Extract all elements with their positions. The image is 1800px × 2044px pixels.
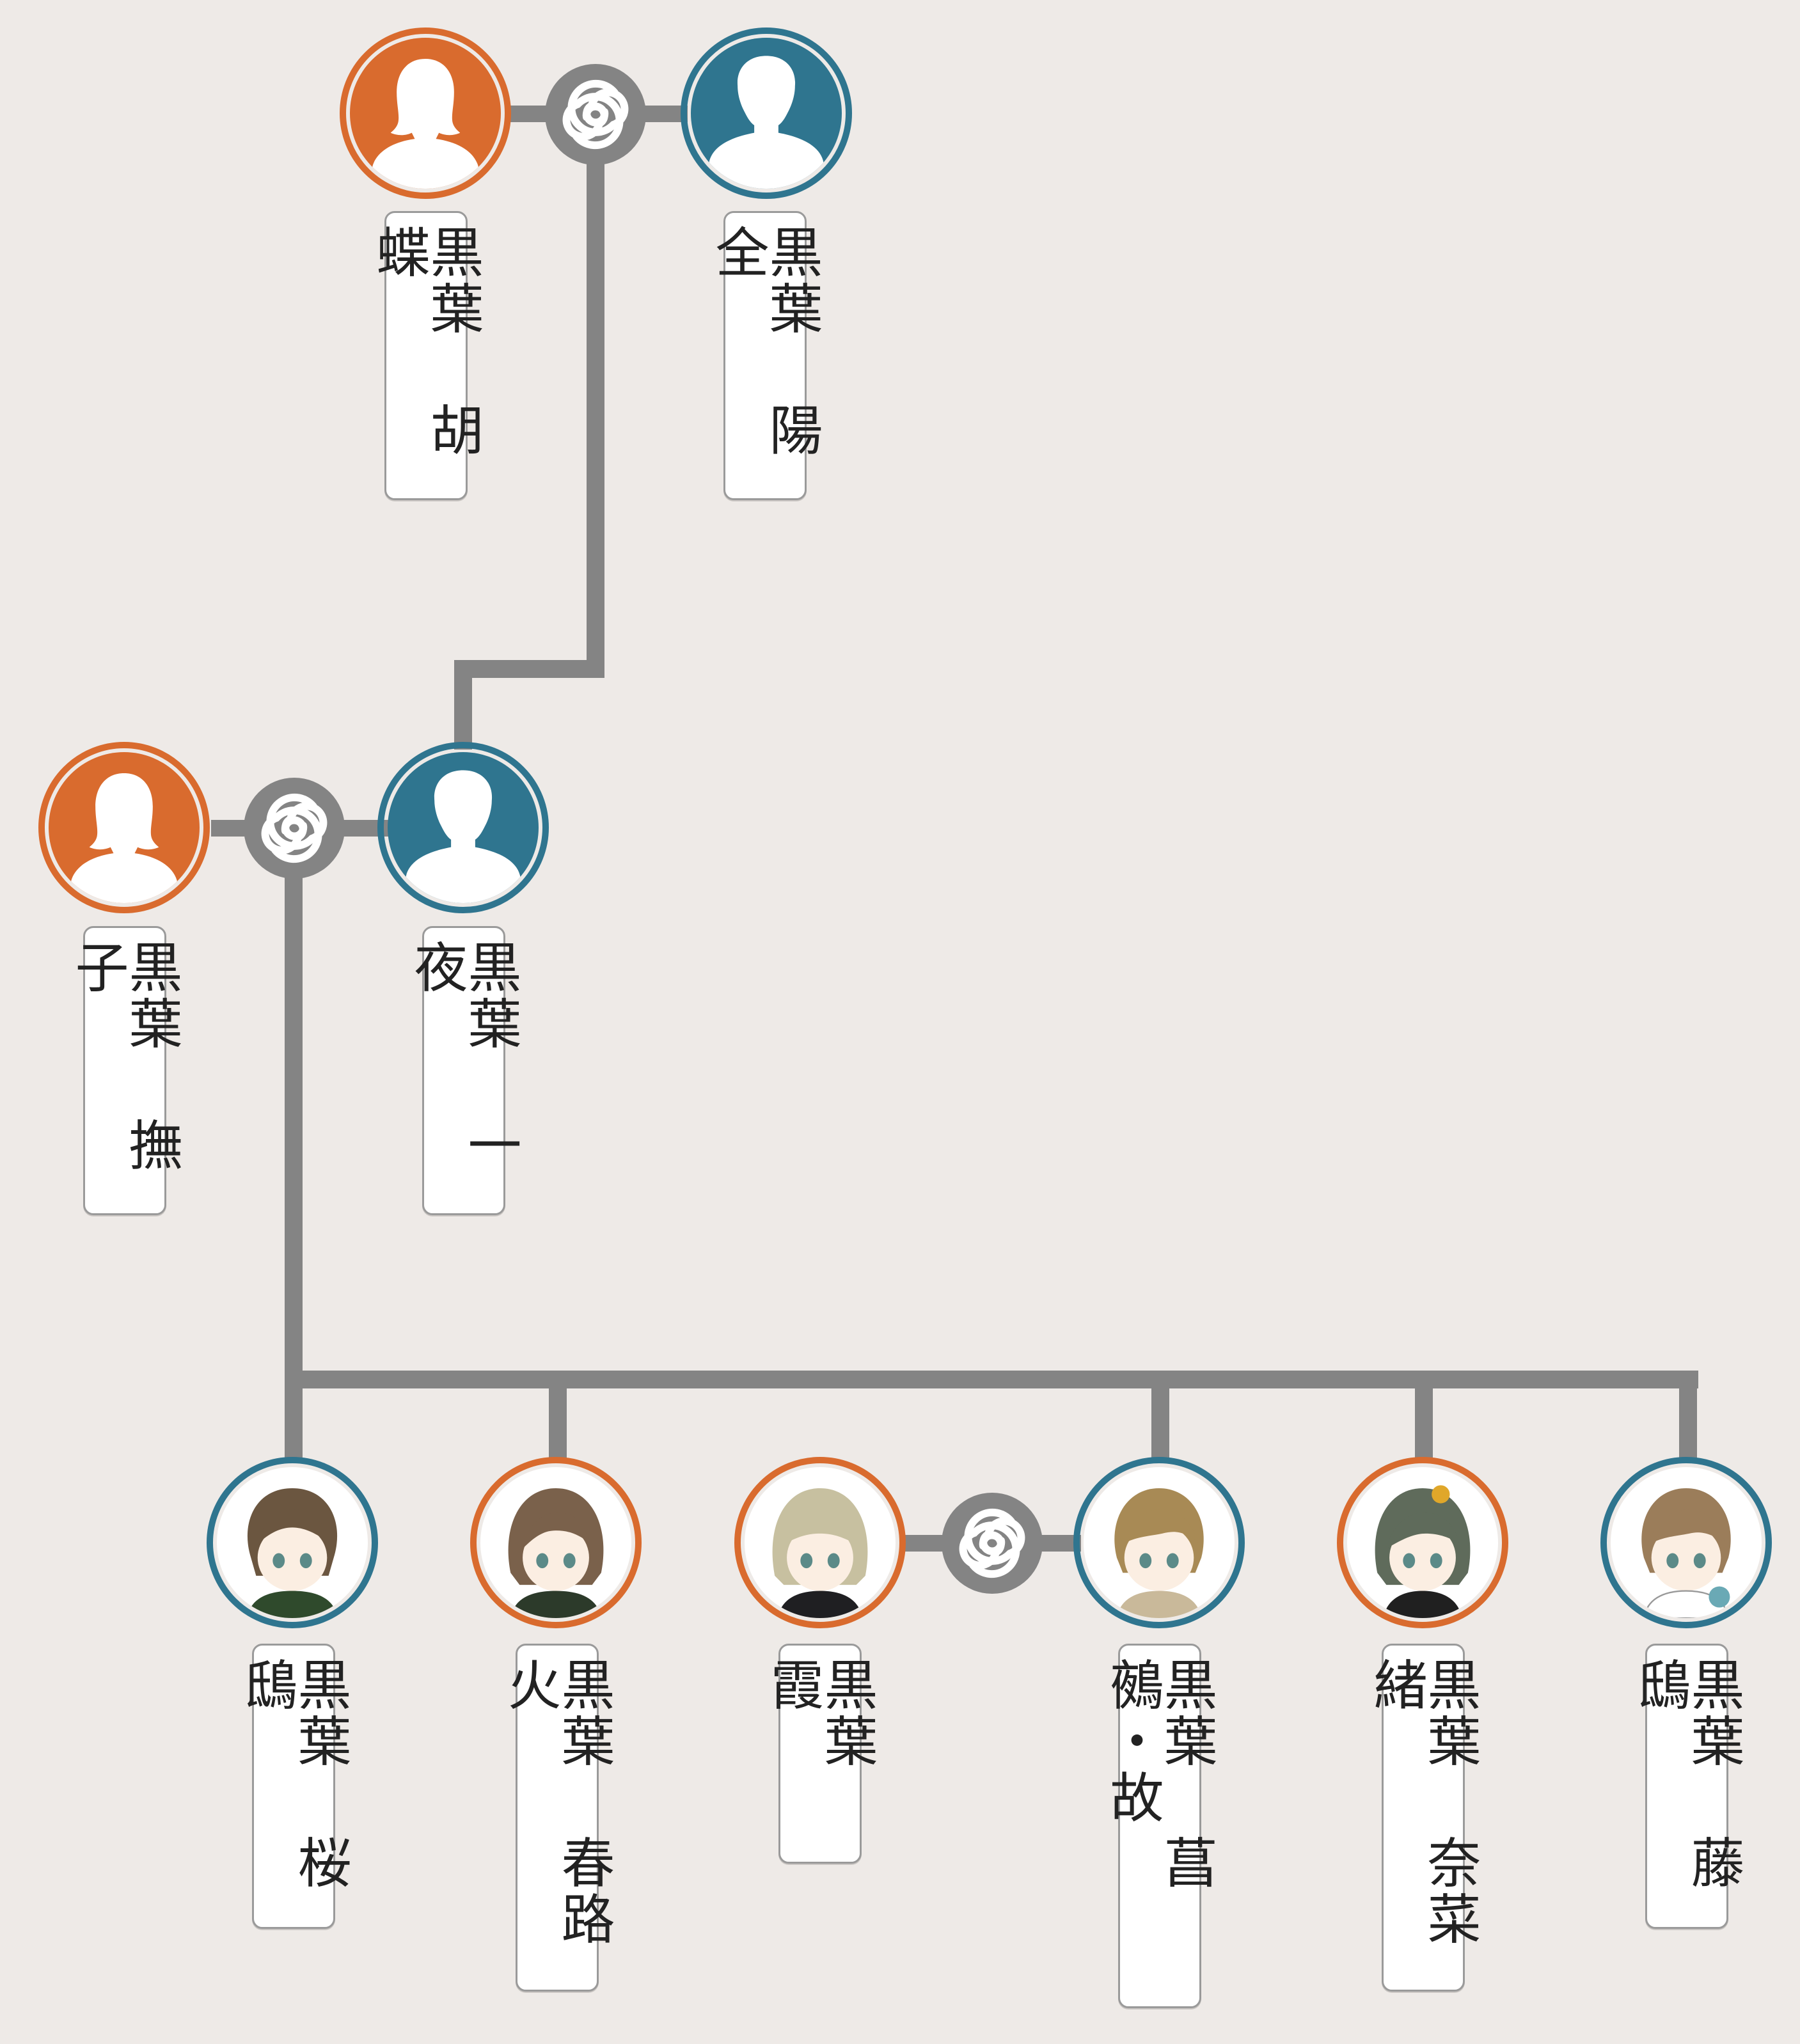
avatar-oushi[interactable] bbox=[207, 1457, 378, 1628]
descent-line-gen1-horizontal bbox=[454, 660, 604, 678]
child-drop-toushi bbox=[1679, 1371, 1697, 1460]
avatar-shoushi[interactable] bbox=[1073, 1457, 1245, 1628]
marriage-icon bbox=[244, 778, 345, 879]
person-silhouette-icon bbox=[404, 770, 523, 903]
name-label-oushi: 黒葉 桜鴟 bbox=[235, 1644, 352, 1929]
person-silhouette-icon bbox=[370, 59, 481, 189]
marriage-icon bbox=[545, 64, 646, 165]
avatar-kocho[interactable] bbox=[340, 28, 511, 199]
name-label-shoushi: 黒葉 菖鵺・故 bbox=[1101, 1644, 1218, 2008]
character-portrait-icon bbox=[1375, 1485, 1471, 1618]
avatar-ichiya[interactable] bbox=[377, 742, 549, 913]
child-drop-shoushi bbox=[1151, 1371, 1169, 1460]
name-label-harurobi: 黒葉 春路火 bbox=[499, 1644, 615, 1992]
person-silhouette-icon bbox=[707, 56, 826, 189]
character-portrait-icon bbox=[1641, 1488, 1731, 1618]
child-drop-harurobi bbox=[549, 1371, 567, 1460]
name-label-kocho: 黒葉 胡蝶 bbox=[368, 211, 484, 500]
avatar-youzen[interactable] bbox=[681, 28, 852, 199]
children-bus bbox=[285, 1371, 1698, 1388]
character-portrait-icon bbox=[1114, 1488, 1204, 1618]
avatar-nadeshiko[interactable] bbox=[38, 742, 210, 913]
child-drop-nanao bbox=[1415, 1371, 1433, 1460]
name-label-ichiya: 黒葉 一夜 bbox=[406, 926, 522, 1215]
character-portrait-icon bbox=[508, 1488, 604, 1618]
name-label-youzen: 黒葉 陽全 bbox=[707, 211, 823, 500]
avatar-kasumi[interactable] bbox=[734, 1457, 906, 1628]
person-silhouette-icon bbox=[68, 773, 180, 903]
name-label-nanao: 黒葉 奈菜緒 bbox=[1365, 1644, 1481, 1992]
name-label-toushi: 黒葉 藤鴟 bbox=[1629, 1644, 1745, 1929]
name-label-nadeshiko: 黒葉 撫子 bbox=[67, 926, 183, 1215]
avatar-toushi[interactable] bbox=[1600, 1457, 1772, 1628]
marriage-icon bbox=[942, 1493, 1043, 1594]
name-label-kasumi: 黒葉 霞 bbox=[762, 1644, 878, 1864]
avatar-harurobi[interactable] bbox=[470, 1457, 642, 1628]
descent-line-gen1-drop bbox=[454, 660, 472, 750]
avatar-nanao[interactable] bbox=[1337, 1457, 1508, 1628]
child-drop-oushi bbox=[285, 1371, 303, 1460]
descent-line-gen2 bbox=[285, 831, 303, 1388]
descent-line-gen1 bbox=[587, 122, 604, 678]
character-portrait-icon bbox=[247, 1488, 338, 1618]
character-portrait-icon bbox=[772, 1488, 868, 1618]
